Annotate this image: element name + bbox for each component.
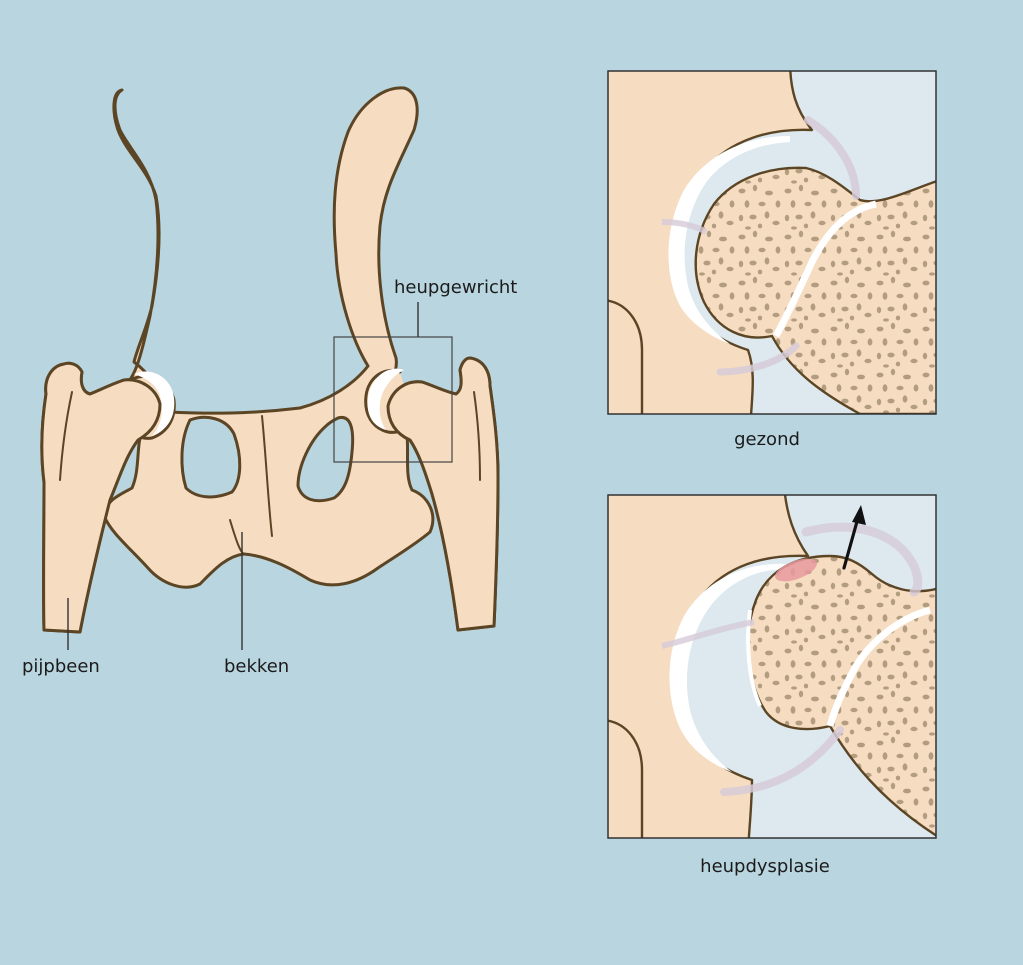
right-joint-cartilage xyxy=(367,368,404,430)
stretched-ligament-top xyxy=(801,522,923,597)
dysplasia-socket-cartilage xyxy=(669,563,786,772)
left-joint-cartilage xyxy=(134,371,175,436)
left-obturator-foramen xyxy=(180,415,242,499)
healthy-growth-plate xyxy=(772,200,877,338)
displacement-arrow xyxy=(842,505,866,570)
label-dysplasia: heupdysplasie xyxy=(700,856,830,877)
label-cannon-bone: pijpbeen xyxy=(22,656,100,677)
hip-joint-highlight-box xyxy=(333,336,453,463)
right-obturator-foramen xyxy=(296,416,355,503)
dysplasia-growth-plate xyxy=(826,606,931,727)
dysplasia-hip-panel xyxy=(607,494,937,839)
healthy-hip-panel xyxy=(607,70,937,415)
left-femur-front xyxy=(40,361,162,634)
label-hip-joint: heupgewricht xyxy=(394,277,518,298)
label-pelvis: bekken xyxy=(224,656,290,677)
right-femur-front xyxy=(386,356,500,632)
healthy-socket-cartilage xyxy=(668,136,790,344)
pelvis-diagram xyxy=(40,86,500,634)
healthy-ligament xyxy=(804,116,860,200)
stretched-ligament-bottom xyxy=(720,726,844,796)
label-healthy: gezond xyxy=(734,429,800,450)
inflammation-area xyxy=(775,558,817,582)
healthy-femoral-head xyxy=(694,166,936,414)
